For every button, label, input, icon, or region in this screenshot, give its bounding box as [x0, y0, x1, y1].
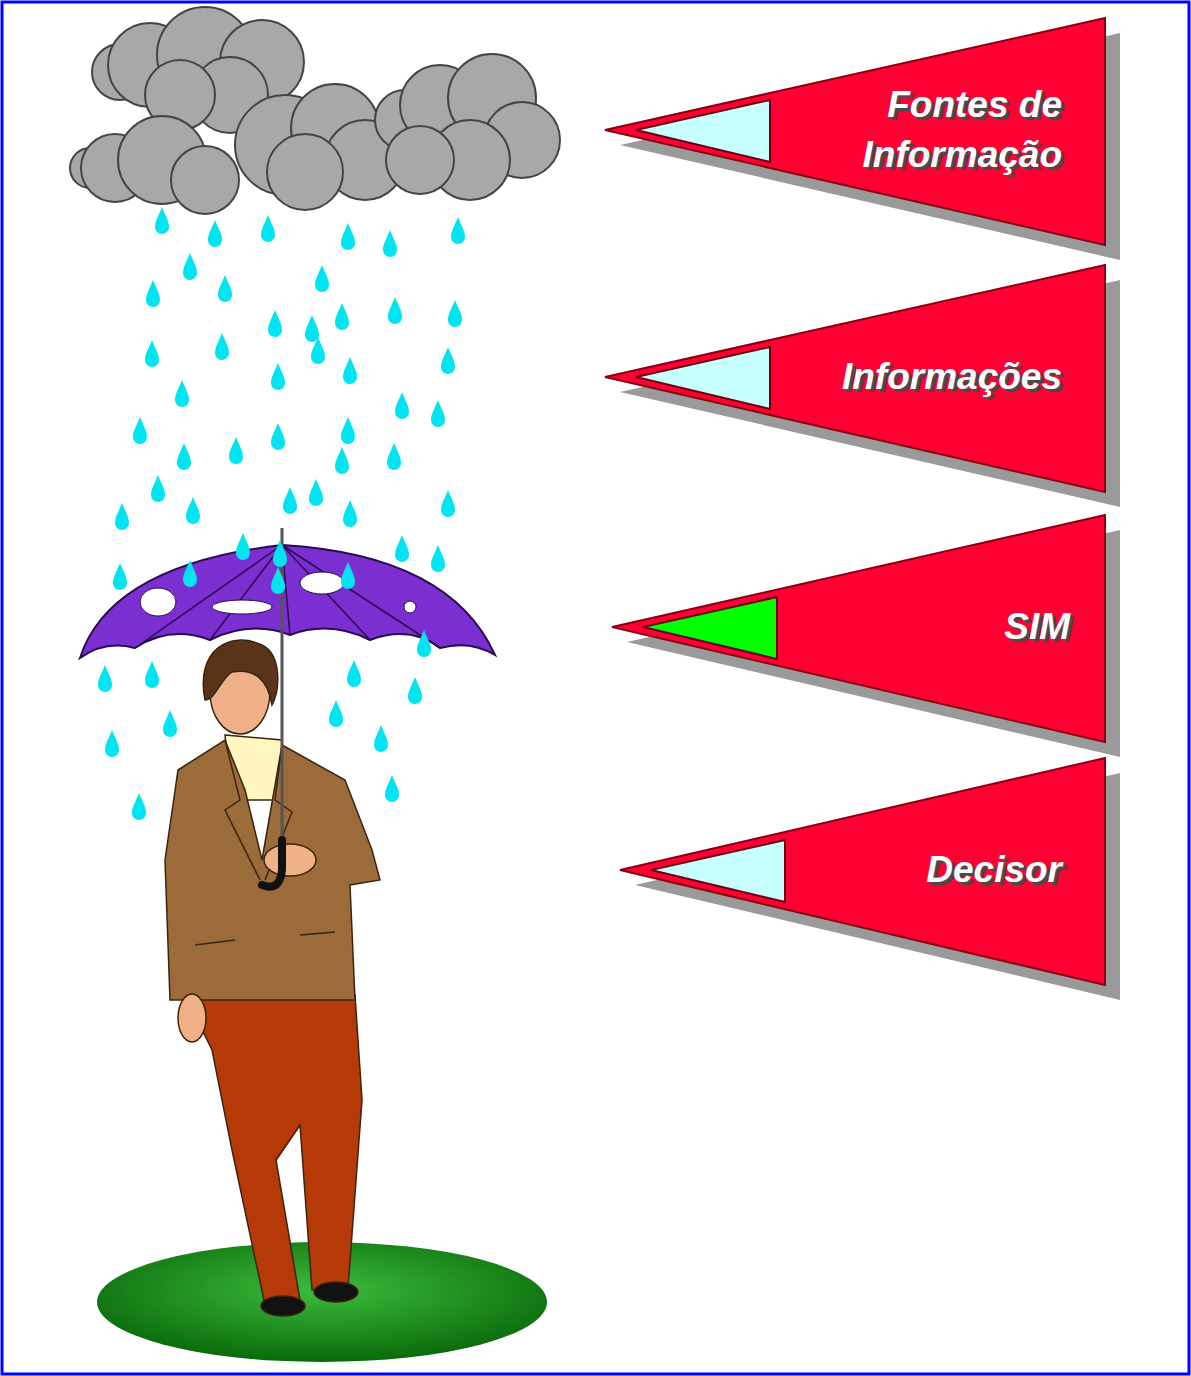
pennant-body	[612, 515, 1105, 742]
man-figure	[165, 640, 380, 1316]
rain-drops	[98, 207, 465, 820]
pennant-inner	[643, 597, 777, 659]
pennant-shape	[615, 752, 1145, 1012]
rain-cloud	[70, 7, 560, 214]
pennant-box: Fontes de Informação	[600, 12, 1130, 272]
pennant-box: SIM	[607, 509, 1137, 769]
pennant-label: Decisor	[642, 845, 1062, 895]
pennant-label: Informações	[642, 352, 1062, 402]
pennant-body	[620, 758, 1105, 985]
pennant-inner	[651, 840, 785, 902]
pennant-body	[605, 18, 1105, 245]
pennant-inner	[636, 347, 770, 409]
pennant-box: Informações	[600, 259, 1130, 519]
pennant-body	[605, 265, 1105, 492]
pennant-inner	[636, 100, 770, 162]
pennant-label: Fontes de Informação	[812, 80, 1062, 180]
umbrella	[80, 528, 495, 887]
pennant-box: Decisor	[615, 752, 1145, 1012]
pennant-label: SIM	[650, 602, 1070, 652]
